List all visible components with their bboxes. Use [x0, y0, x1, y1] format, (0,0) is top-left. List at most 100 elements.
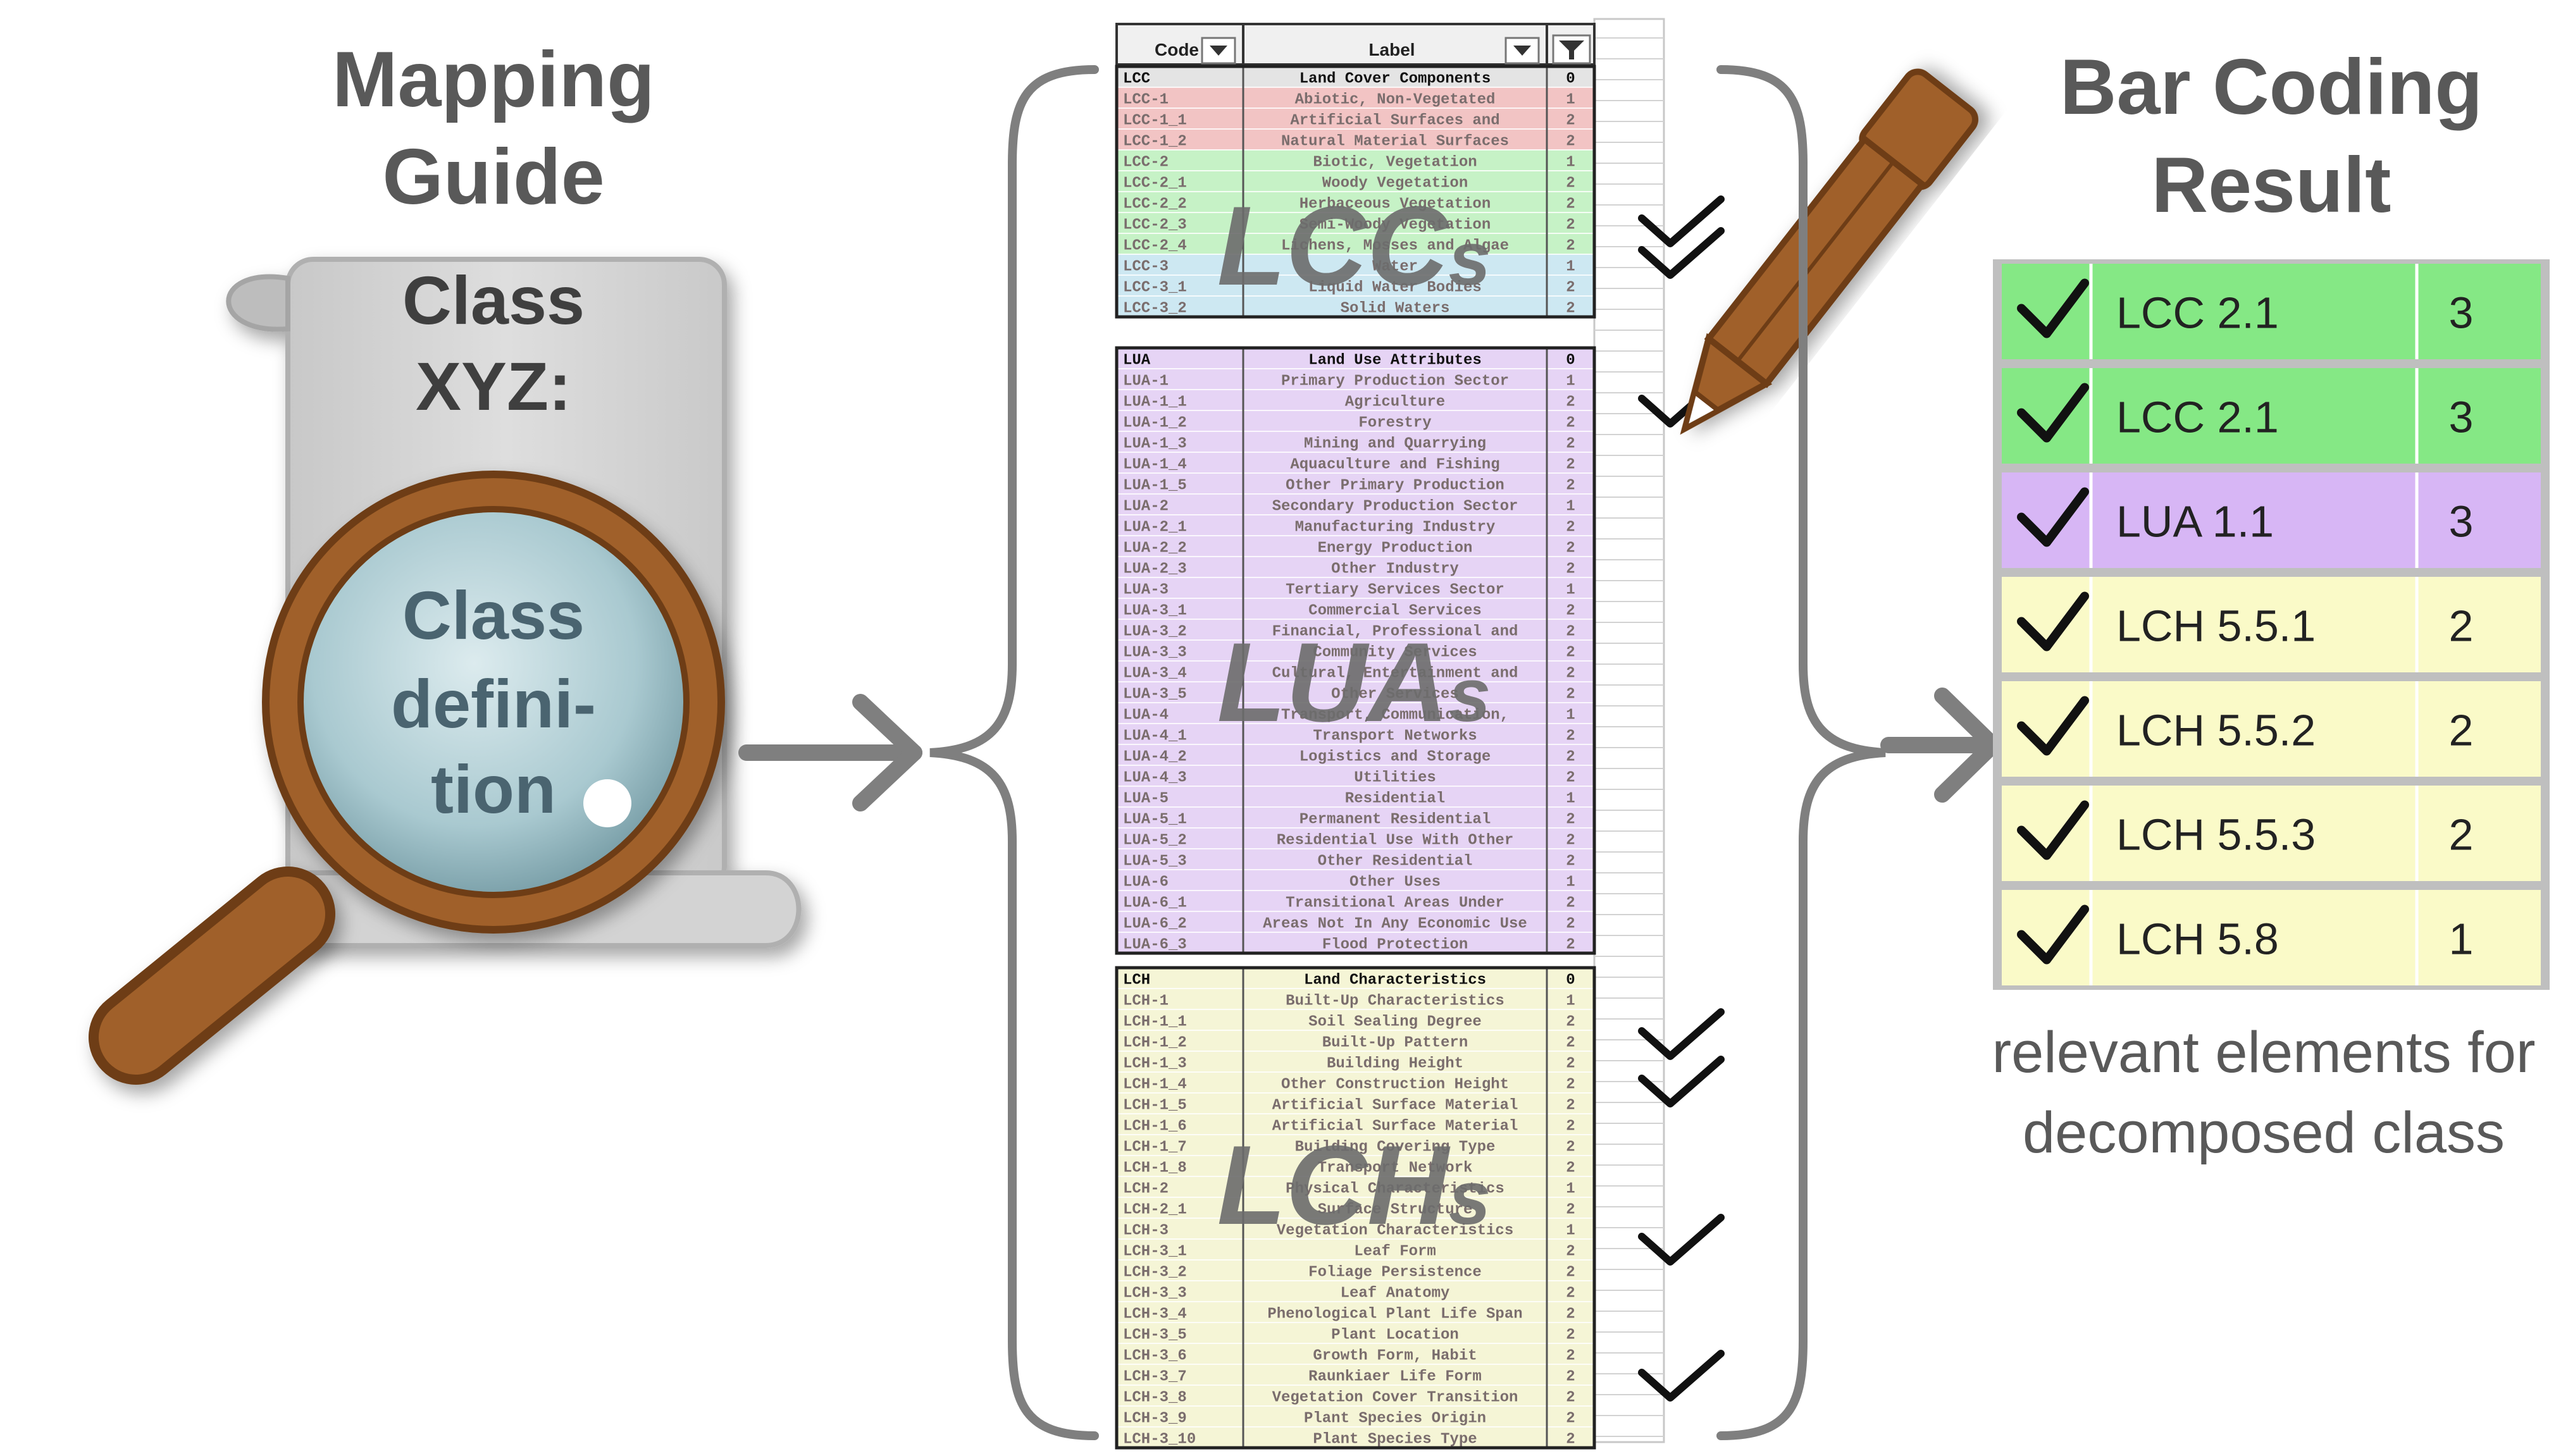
row-level: 1	[1566, 498, 1575, 515]
filter-dropdown-icon[interactable]	[1504, 37, 1540, 65]
table-row	[1116, 598, 1595, 620]
row-level: 2	[1566, 895, 1575, 912]
table-row	[1116, 1113, 1595, 1135]
row-code: LUA-3_2	[1123, 624, 1187, 641]
table-row	[1116, 848, 1595, 870]
magnifier-icon	[89, 471, 725, 1085]
filter-funnel-icon[interactable]	[1552, 34, 1591, 65]
check-icon	[1638, 1350, 1725, 1402]
header-code: Code	[1155, 40, 1199, 59]
table-row	[1116, 869, 1595, 891]
row-code: LCC-1	[1123, 92, 1169, 109]
row-label: Artificial Surface Material	[1272, 1118, 1518, 1135]
row-level: 2	[1566, 1348, 1575, 1365]
filter-dropdown-icon[interactable]	[1201, 37, 1236, 65]
table-row	[1116, 128, 1595, 151]
table-row	[1116, 1218, 1595, 1240]
row-label: Flood Protection	[1322, 937, 1468, 954]
row-label: Lichens, Mosses and Algae	[1281, 238, 1509, 255]
guide-title-line1: Mapping	[332, 36, 655, 123]
row-label: Abiotic, Non-Vegetated	[1295, 92, 1496, 109]
scroll-heading-line2: XYZ:	[416, 348, 571, 424]
row-label: Other Residential	[1318, 853, 1473, 870]
row-code: LCH-1_6	[1123, 1118, 1187, 1135]
row-level: 1	[1566, 92, 1575, 109]
row-label: Land Use Attributes	[1308, 352, 1482, 369]
row-label: Leaf Form	[1354, 1243, 1436, 1261]
row-label: Plant Species Type	[1313, 1431, 1477, 1448]
table-row	[1116, 1051, 1595, 1073]
row-code: LCC	[1123, 71, 1150, 88]
row-level: 2	[1566, 196, 1575, 213]
row-level: 2	[1566, 832, 1575, 849]
row-code: LCH-3_4	[1123, 1306, 1187, 1323]
row-level: 0	[1566, 352, 1575, 369]
row-code: LUA-4_1	[1123, 728, 1187, 745]
row-code: LUA-2_1	[1123, 519, 1187, 536]
arrow-right-icon	[738, 694, 922, 811]
row-code: LCH-3_5	[1123, 1327, 1187, 1344]
row-level: 2	[1566, 1431, 1575, 1448]
row-label: Tertiary Services Sector	[1286, 582, 1504, 599]
row-level: 2	[1566, 540, 1575, 557]
result-code: LCH 5.8	[2116, 915, 2279, 964]
row-code: LUA-2	[1123, 498, 1169, 515]
row-level: 2	[1566, 937, 1575, 954]
row-level: 2	[1566, 113, 1575, 130]
result-value: 2	[2449, 602, 2474, 651]
row-code: LCH-1_1	[1123, 1014, 1187, 1031]
row-code: LCC-3	[1123, 259, 1169, 276]
table-row	[1116, 212, 1595, 234]
lua-section-border	[1115, 346, 1596, 955]
row-code: LUA-1_5	[1123, 478, 1187, 495]
row-code: LUA-4	[1123, 707, 1169, 724]
row-level: 2	[1566, 1327, 1575, 1344]
row-code: LUA-6_3	[1123, 937, 1187, 954]
row-code: LCH-1_8	[1123, 1160, 1187, 1177]
scroll-heading-line1: Class	[402, 262, 585, 338]
row-code: LCH-1_7	[1123, 1139, 1187, 1156]
row-label: Transitional Areas Under	[1286, 895, 1504, 912]
row-level: 2	[1566, 394, 1575, 411]
row-level: 2	[1566, 415, 1575, 432]
row-label: Built-Up Pattern	[1322, 1035, 1468, 1052]
table-row	[1116, 1071, 1595, 1094]
row-level: 2	[1566, 300, 1575, 318]
table-row	[1116, 660, 1595, 682]
row-label: Logistics and Storage	[1300, 749, 1491, 766]
row-level: 2	[1566, 728, 1575, 745]
row-code: LUA-4_2	[1123, 749, 1187, 766]
row-label: Forestry	[1358, 415, 1431, 432]
row-code: LUA-4_3	[1123, 770, 1187, 787]
row-label: Built-Up Characteristics	[1286, 993, 1504, 1010]
row-level: 2	[1566, 457, 1575, 474]
row-code: LUA-3_1	[1123, 603, 1187, 620]
result-code: LCC 2.1	[2116, 393, 2279, 442]
row-label: Leaf Anatomy	[1341, 1285, 1450, 1302]
table-row	[1116, 702, 1595, 724]
row-level: 2	[1566, 916, 1575, 933]
result-value: 3	[2449, 288, 2474, 338]
row-level: 2	[1566, 749, 1575, 766]
table-row	[1116, 932, 1595, 954]
row-label: Other Uses	[1349, 874, 1441, 891]
row-label: Residential	[1345, 791, 1445, 808]
row-label: Foliage Persistence	[1308, 1264, 1482, 1281]
row-label: Land Characteristics	[1304, 972, 1486, 989]
result-value: 2	[2449, 706, 2474, 755]
row-level: 2	[1566, 1160, 1575, 1177]
row-level: 2	[1566, 665, 1575, 682]
table-row	[1116, 765, 1595, 787]
row-level: 2	[1566, 478, 1575, 495]
row-code: LUA-1_3	[1123, 436, 1187, 453]
lens-text-line1: Class	[402, 577, 585, 653]
table-row	[1116, 389, 1595, 411]
row-label: Mining and Quarrying	[1304, 436, 1486, 453]
row-label: Energy Production	[1318, 540, 1473, 557]
row-level: 0	[1566, 71, 1575, 88]
row-label: Areas Not In Any Economic Use	[1263, 916, 1527, 933]
table-row	[1116, 1405, 1595, 1428]
row-level: 2	[1566, 175, 1575, 192]
row-code: LUA-6_2	[1123, 916, 1187, 933]
